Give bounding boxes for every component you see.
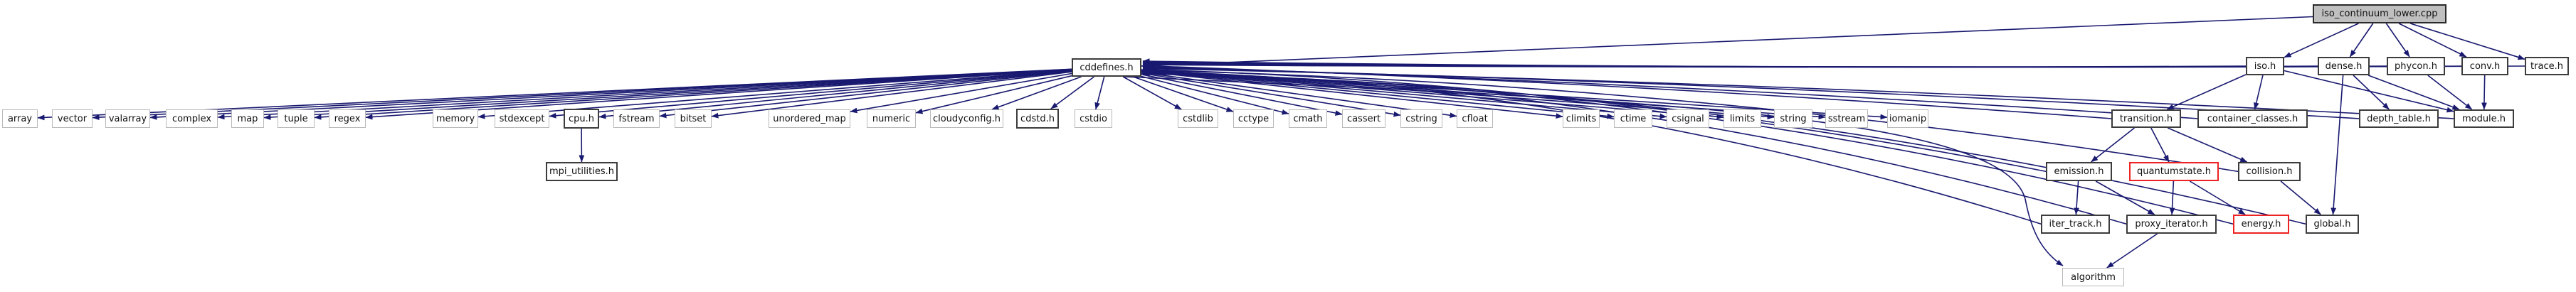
graph-node-unordered_map[interactable]: unordered_map (769, 109, 850, 128)
graph-node-complex[interactable]: complex (166, 109, 218, 128)
graph-node-energy[interactable]: energy.h (2233, 215, 2289, 234)
graph-node-cloudyconfig[interactable]: cloudyconfig.h (930, 109, 1003, 128)
edge-iso-to-module (2284, 70, 2454, 113)
edge-cpp-to-cddefines (1141, 16, 2313, 69)
edge-trace-to-cddefines (1142, 62, 2526, 68)
edge-cddefines-to-map (263, 69, 1072, 120)
edge-iso-to-transition (2166, 74, 2247, 110)
edge-proxy_iterator-to-algorithm (2106, 233, 2158, 269)
edge-cddefines-to-cdstd (1050, 76, 1094, 109)
edge-cpp-to-dense (2349, 23, 2374, 58)
graph-node-string[interactable]: string (1774, 109, 1812, 128)
edge-transition-to-emission (2091, 127, 2135, 163)
graph-node-numeric[interactable]: numeric (867, 109, 916, 128)
edge-phycon-to-module (2427, 75, 2473, 110)
graph-node-collision[interactable]: collision.h (2238, 162, 2301, 181)
edge-iso-to-container_classes (2253, 75, 2264, 110)
edge-dense-to-module (2368, 75, 2460, 110)
graph-node-algorithm[interactable]: algorithm (2062, 268, 2124, 286)
edge-cddefines-to-regex (365, 69, 1072, 120)
edge-cddefines-to-cstdlib (1122, 76, 1182, 110)
graph-node-ctime[interactable]: ctime (1614, 109, 1652, 128)
graph-node-module[interactable]: module.h (2454, 109, 2514, 128)
edge-cddefines-to-cpu (598, 70, 1072, 119)
graph-node-vector[interactable]: vector (52, 109, 93, 128)
edge-cddefines-to-cctype (1133, 76, 1234, 112)
graph-node-memory[interactable]: memory (433, 109, 478, 128)
graph-node-sstream[interactable]: sstream (1825, 109, 1868, 128)
graph-node-conv[interactable]: conv.h (2461, 57, 2508, 75)
edge-collision-to-global (2280, 180, 2321, 215)
graph-node-cctype[interactable]: cctype (1233, 109, 1274, 128)
edge-cddefines-to-limits (1141, 70, 1724, 120)
edge-cddefines-to-cstring (1141, 72, 1401, 117)
graph-node-valarray[interactable]: valarray (105, 109, 150, 128)
graph-node-container_classes[interactable]: container_classes.h (2197, 109, 2308, 128)
graph-node-tuple[interactable]: tuple (278, 109, 315, 128)
graph-node-transition[interactable]: transition.h (2111, 109, 2181, 128)
graph-node-cpu[interactable]: cpu.h (564, 109, 599, 129)
graph-node-mpi_utilities[interactable]: mpi_utilities.h (546, 162, 618, 181)
edge-cddefines-to-climits (1141, 70, 1563, 119)
edge-dense-to-global (2330, 75, 2344, 215)
graph-node-map[interactable]: map (231, 109, 264, 128)
graph-node-phycon[interactable]: phycon.h (2387, 57, 2445, 75)
graph-node-emission[interactable]: emission.h (2046, 162, 2112, 181)
graph-node-cpp[interactable]: iso_continuum_lower.cpp (2313, 4, 2446, 23)
graph-node-cstdio[interactable]: cstdio (1075, 109, 1112, 128)
edge-cddefines-to-numeric (915, 75, 1072, 114)
edge-cpp-to-trace (2409, 23, 2525, 60)
graph-node-cddefines[interactable]: cddefines.h (1072, 58, 1141, 77)
graph-node-trace[interactable]: trace.h (2525, 57, 2569, 75)
graph-node-climits[interactable]: climits (1563, 109, 1600, 128)
graph-node-iter_track[interactable]: iter_track.h (2041, 215, 2110, 234)
graph-node-cmath[interactable]: cmath (1289, 109, 1327, 128)
edge-cddefines-to-stdexcept (549, 70, 1072, 119)
graph-node-csignal[interactable]: csignal (1667, 109, 1709, 128)
edge-cddefines-to-bitset (711, 71, 1072, 119)
edge-cddefines-to-cassert (1141, 74, 1343, 116)
graph-node-array[interactable]: array (2, 109, 38, 128)
edge-cddefines-to-complex (217, 68, 1072, 120)
edge-transition-to-collision (2167, 127, 2248, 163)
graph-node-bitset[interactable]: bitset (675, 109, 712, 128)
edge-cpp-to-phycon (2385, 23, 2410, 58)
edge-quantumstate-to-proxy_iterator (2169, 180, 2175, 215)
edge-cddefines-to-unordered_map (850, 72, 1072, 114)
graph-node-limits[interactable]: limits (1724, 109, 1761, 128)
edge-cpp-to-iso (2284, 23, 2359, 58)
edge-cddefines-to-cstdio (1094, 76, 1105, 110)
edge-collision-to-cddefines (1142, 67, 2239, 173)
graph-node-quantumstate[interactable]: quantumstate.h (2129, 162, 2219, 181)
graph-node-proxy_iterator[interactable]: proxy_iterator.h (2126, 215, 2217, 234)
graph-node-dense[interactable]: dense.h (2318, 57, 2370, 75)
edge-dense-to-depth_table (2353, 75, 2390, 110)
graph-node-iso[interactable]: iso.h (2246, 57, 2284, 75)
graph-node-regex[interactable]: regex (329, 109, 366, 128)
edge-module-to-cddefines (1142, 65, 2455, 119)
graph-node-cfloat[interactable]: cfloat (1457, 109, 1493, 128)
graph-node-stdexcept[interactable]: stdexcept (495, 109, 549, 128)
edge-emission-to-proxy_iterator (2095, 180, 2155, 215)
graph-node-cdstd[interactable]: cdstd.h (1016, 109, 1059, 129)
graph-node-cassert[interactable]: cassert (1342, 109, 1385, 128)
graph-node-global[interactable]: global.h (2306, 215, 2359, 234)
edge-conv-to-module (2481, 75, 2487, 110)
edge-cddefines-to-ctime (1141, 70, 1615, 119)
graph-node-iomanip[interactable]: iomanip (1887, 109, 1928, 128)
graph-node-cstring[interactable]: cstring (1400, 109, 1442, 128)
graph-node-depth_table[interactable]: depth_table.h (2359, 109, 2439, 128)
graph-node-cstdlib[interactable]: cstdlib (1178, 109, 1218, 128)
edge-cddefines-to-cloudyconfig (991, 76, 1082, 110)
edge-cddefines-to-fstream (659, 70, 1072, 119)
edge-cpp-to-conv (2398, 23, 2467, 58)
graph-node-fstream[interactable]: fstream (613, 109, 660, 128)
edge-cddefines-to-cmath (1141, 75, 1289, 115)
edge-transition-to-quantumstate (2150, 127, 2170, 163)
edge-cddefines-to-csignal (1141, 70, 1667, 119)
edge-quantumstate-to-energy (2189, 180, 2246, 215)
